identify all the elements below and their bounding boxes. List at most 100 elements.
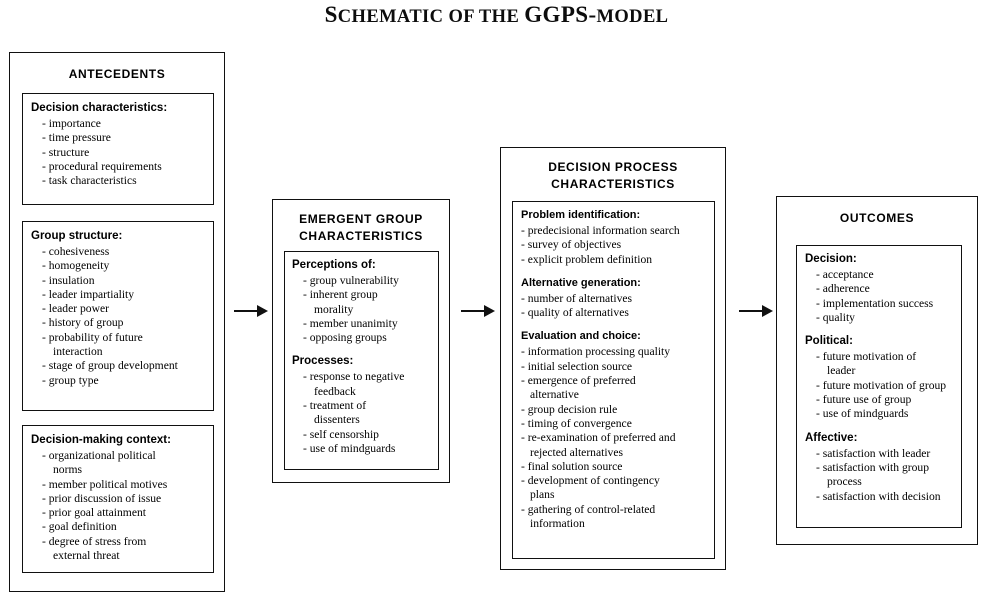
group-spacer <box>292 345 431 354</box>
list-item: - group type <box>42 373 99 387</box>
list-item: - probability of future interaction <box>42 330 143 359</box>
panel-title-line-2: CHARACTERISTICS <box>551 177 675 191</box>
list-item: - time pressure <box>42 131 111 145</box>
panel-decision-process-characteristics: DECISION PROCESS CHARACTERISTICS Problem… <box>500 147 726 570</box>
list-item: - member political motives <box>42 477 168 491</box>
heading-alternative-generation: Alternative generation: <box>521 276 641 289</box>
list-perceptions-of: - group vulnerability - inherent group m… <box>292 274 431 345</box>
list-item: - use of mindguards <box>816 407 909 421</box>
panel-antecedents: ANTECEDENTS Decision characteristics: - … <box>9 52 225 592</box>
list-item: - insulation <box>42 273 95 287</box>
box-decision-making-context: Decision-making context: - organizationa… <box>22 425 214 573</box>
list-item: - organizational political norms <box>42 449 156 477</box>
list-item: - survey of objectives <box>521 238 622 252</box>
list-item: - task characteristics <box>42 174 137 188</box>
panel-title-line-1: EMERGENT GROUP <box>299 212 423 226</box>
list-item: - group vulnerability <box>303 274 399 287</box>
group-spacer <box>805 325 954 334</box>
list-item: - emergence of preferred alternative <box>521 374 636 402</box>
list-item: - leader impartiality <box>42 287 135 301</box>
list-item: - procedural requirements <box>42 159 162 173</box>
panel-title-emergent-group: EMERGENT GROUP CHARACTERISTICS <box>273 211 449 245</box>
group-spacer <box>521 320 708 329</box>
list-item: - acceptance <box>816 268 874 281</box>
list-item: - timing of convergence <box>521 416 632 430</box>
heading-group-structure: Group structure: <box>31 230 123 242</box>
list-item: - adherence <box>816 282 870 296</box>
panel-title-decision-process: DECISION PROCESS CHARACTERISTICS <box>501 159 725 193</box>
list-item: - quality of alternatives <box>521 306 629 320</box>
arrow-decision-process-to-outcomes <box>739 305 773 317</box>
heading-perceptions-of: Perceptions of: <box>292 259 376 271</box>
title-part-3: GGPS <box>524 2 589 27</box>
list-group-structure: - cohesiveness - homogeneity - insulatio… <box>31 245 205 388</box>
heading-decision-making-context: Decision-making context: <box>31 434 171 446</box>
list-item: - prior discussion of issue <box>42 491 162 505</box>
list-processes: - response to negative feedback - treatm… <box>292 370 431 456</box>
list-decision-characteristics: - importance - time pressure - structure… <box>31 117 205 188</box>
list-alternative-generation: - number of alternatives - quality of al… <box>521 292 708 321</box>
group-spacer <box>805 422 954 431</box>
list-affective: - satisfaction with leader - satisfactio… <box>805 447 954 504</box>
arrow-shaft <box>234 310 260 312</box>
panel-title-line-1: DECISION PROCESS <box>548 160 678 174</box>
list-item: - degree of stress from external threat <box>42 534 147 563</box>
arrow-head-icon <box>484 305 495 317</box>
title-part-4: - <box>588 2 597 27</box>
page-title: SCHEMATIC OF THE GGPS-MODEL <box>0 2 993 28</box>
list-item: - satisfaction with group process <box>816 460 930 489</box>
list-item: - goal definition <box>42 520 117 534</box>
list-item: - final solution source <box>521 459 623 473</box>
heading-political: Political: <box>805 335 853 348</box>
list-item: - re-examination of preferred and reject… <box>521 431 676 459</box>
list-item: - response to negative feedback <box>303 370 405 398</box>
list-decision-making-context: - organizational political norms - membe… <box>31 449 205 563</box>
panel-title-line-2: CHARACTERISTICS <box>299 229 423 243</box>
list-evaluation-and-choice: - information processing quality - initi… <box>521 345 708 531</box>
list-item: - satisfaction with decision <box>816 489 941 503</box>
list-item: - inherent group morality <box>303 288 378 316</box>
list-item: - opposing groups <box>303 331 387 345</box>
list-item: - homogeneity <box>42 259 110 273</box>
arrow-antecedents-to-emergent <box>234 305 268 317</box>
panel-outcomes: OUTCOMES Decision: - acceptance - adhere… <box>776 196 978 545</box>
list-item: - prior goal attainment <box>42 506 146 520</box>
list-item: - information processing quality <box>521 345 671 359</box>
box-emergent-group: Perceptions of: - group vulnerability - … <box>284 251 439 470</box>
arrow-head-icon <box>257 305 268 317</box>
arrow-shaft <box>461 310 487 312</box>
heading-affective: Affective: <box>805 431 858 444</box>
list-item: - satisfaction with leader <box>816 446 931 460</box>
list-item: - member unanimity <box>303 316 398 330</box>
list-item: - future motivation of leader <box>816 350 917 378</box>
list-item: - group decision rule <box>521 402 618 416</box>
group-spacer <box>521 267 708 276</box>
list-item: - explicit problem definition <box>521 252 653 266</box>
list-item: - quality <box>816 310 855 324</box>
box-decision-process: Problem identification: - predecisional … <box>512 201 715 559</box>
list-decision: - acceptance - adherence - implementatio… <box>805 268 954 325</box>
list-item: - development of contingency plans <box>521 474 660 502</box>
title-part-5: MODEL <box>596 7 669 27</box>
panel-title-outcomes: OUTCOMES <box>839 211 915 225</box>
list-item: - future motivation of group <box>816 378 947 392</box>
list-item: - structure <box>42 145 90 159</box>
list-item: - implementation success <box>816 296 934 310</box>
heading-evaluation-and-choice: Evaluation and choice: <box>521 330 641 343</box>
box-group-structure: Group structure: - cohesiveness - homoge… <box>22 221 214 411</box>
arrow-shaft <box>739 310 765 312</box>
list-item: - history of group <box>42 316 124 330</box>
list-item: - leader power <box>42 302 109 316</box>
list-item: - use of mindguards <box>303 441 396 455</box>
panel-title-antecedents: ANTECEDENTS <box>68 67 166 81</box>
arrow-head-icon <box>762 305 773 317</box>
list-item: - cohesiveness <box>42 245 110 258</box>
list-item: - number of alternatives <box>521 291 633 305</box>
heading-processes: Processes: <box>292 355 354 368</box>
list-item: - gathering of control-related informati… <box>521 502 656 531</box>
box-decision-characteristics: Decision characteristics: - importance -… <box>22 93 214 205</box>
heading-problem-identification: Problem identification: <box>521 209 641 221</box>
heading-decision: Decision: <box>805 253 857 265</box>
list-item: - treatment of dissenters <box>303 399 367 427</box>
